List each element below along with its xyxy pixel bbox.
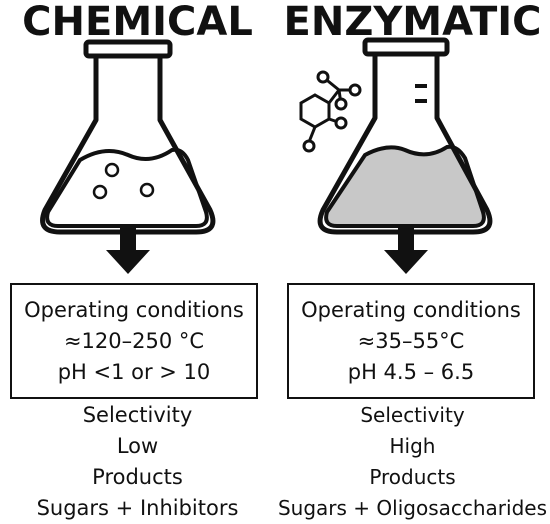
bubble-icon	[139, 182, 155, 198]
flask-liquid	[324, 144, 486, 228]
conditions-heading: Operating conditions	[301, 298, 521, 322]
flask-icon	[40, 39, 216, 235]
temperature-range: ≈35–55°C	[357, 329, 465, 353]
chemical-illustration	[40, 39, 216, 274]
enzymatic-title: ENZYMATIC	[283, 0, 542, 45]
flask-liquid	[45, 147, 209, 228]
selectivity-value: Low	[116, 434, 159, 458]
enzymatic-illustration	[299, 37, 493, 274]
flask-icon	[317, 37, 493, 235]
temperature-range: ≈120–250 °C	[63, 329, 205, 353]
enzymatic-outcomes: Selectivity High Products Sugars + Oligo…	[275, 400, 550, 524]
bubble-icon	[92, 184, 108, 200]
ph-range: pH <1 or > 10	[57, 360, 211, 384]
selectivity-label: Selectivity	[360, 403, 465, 427]
selectivity-value: High	[389, 434, 436, 458]
bubble-icon	[104, 162, 120, 178]
arrow-down-icon	[106, 226, 150, 274]
products-label: Products	[92, 465, 183, 489]
enzymatic-conditions-box: Operating conditions ≈35–55°C pH 4.5 – 6…	[287, 283, 535, 399]
products-value: Sugars + Oligosaccharides	[277, 496, 548, 520]
arrow-down-icon	[384, 226, 428, 274]
selectivity-label: Selectivity	[82, 403, 193, 427]
ph-range: pH 4.5 – 6.5	[347, 360, 475, 384]
products-value: Sugars + Inhibitors	[36, 496, 239, 520]
chemical-title: CHEMICAL	[22, 0, 253, 45]
chemical-conditions-box: Operating conditions ≈120–250 °C pH <1 o…	[10, 283, 258, 399]
chemical-outcomes: Selectivity Low Products Sugars + Inhibi…	[0, 400, 275, 524]
products-label: Products	[369, 465, 456, 489]
conditions-heading: Operating conditions	[24, 298, 244, 322]
enzymatic-panel: ENZYMATIC	[275, 0, 550, 524]
chemical-panel: CHEMICAL Operating conditions ≈120–250 °…	[0, 0, 275, 524]
molecule-icon	[299, 70, 362, 153]
